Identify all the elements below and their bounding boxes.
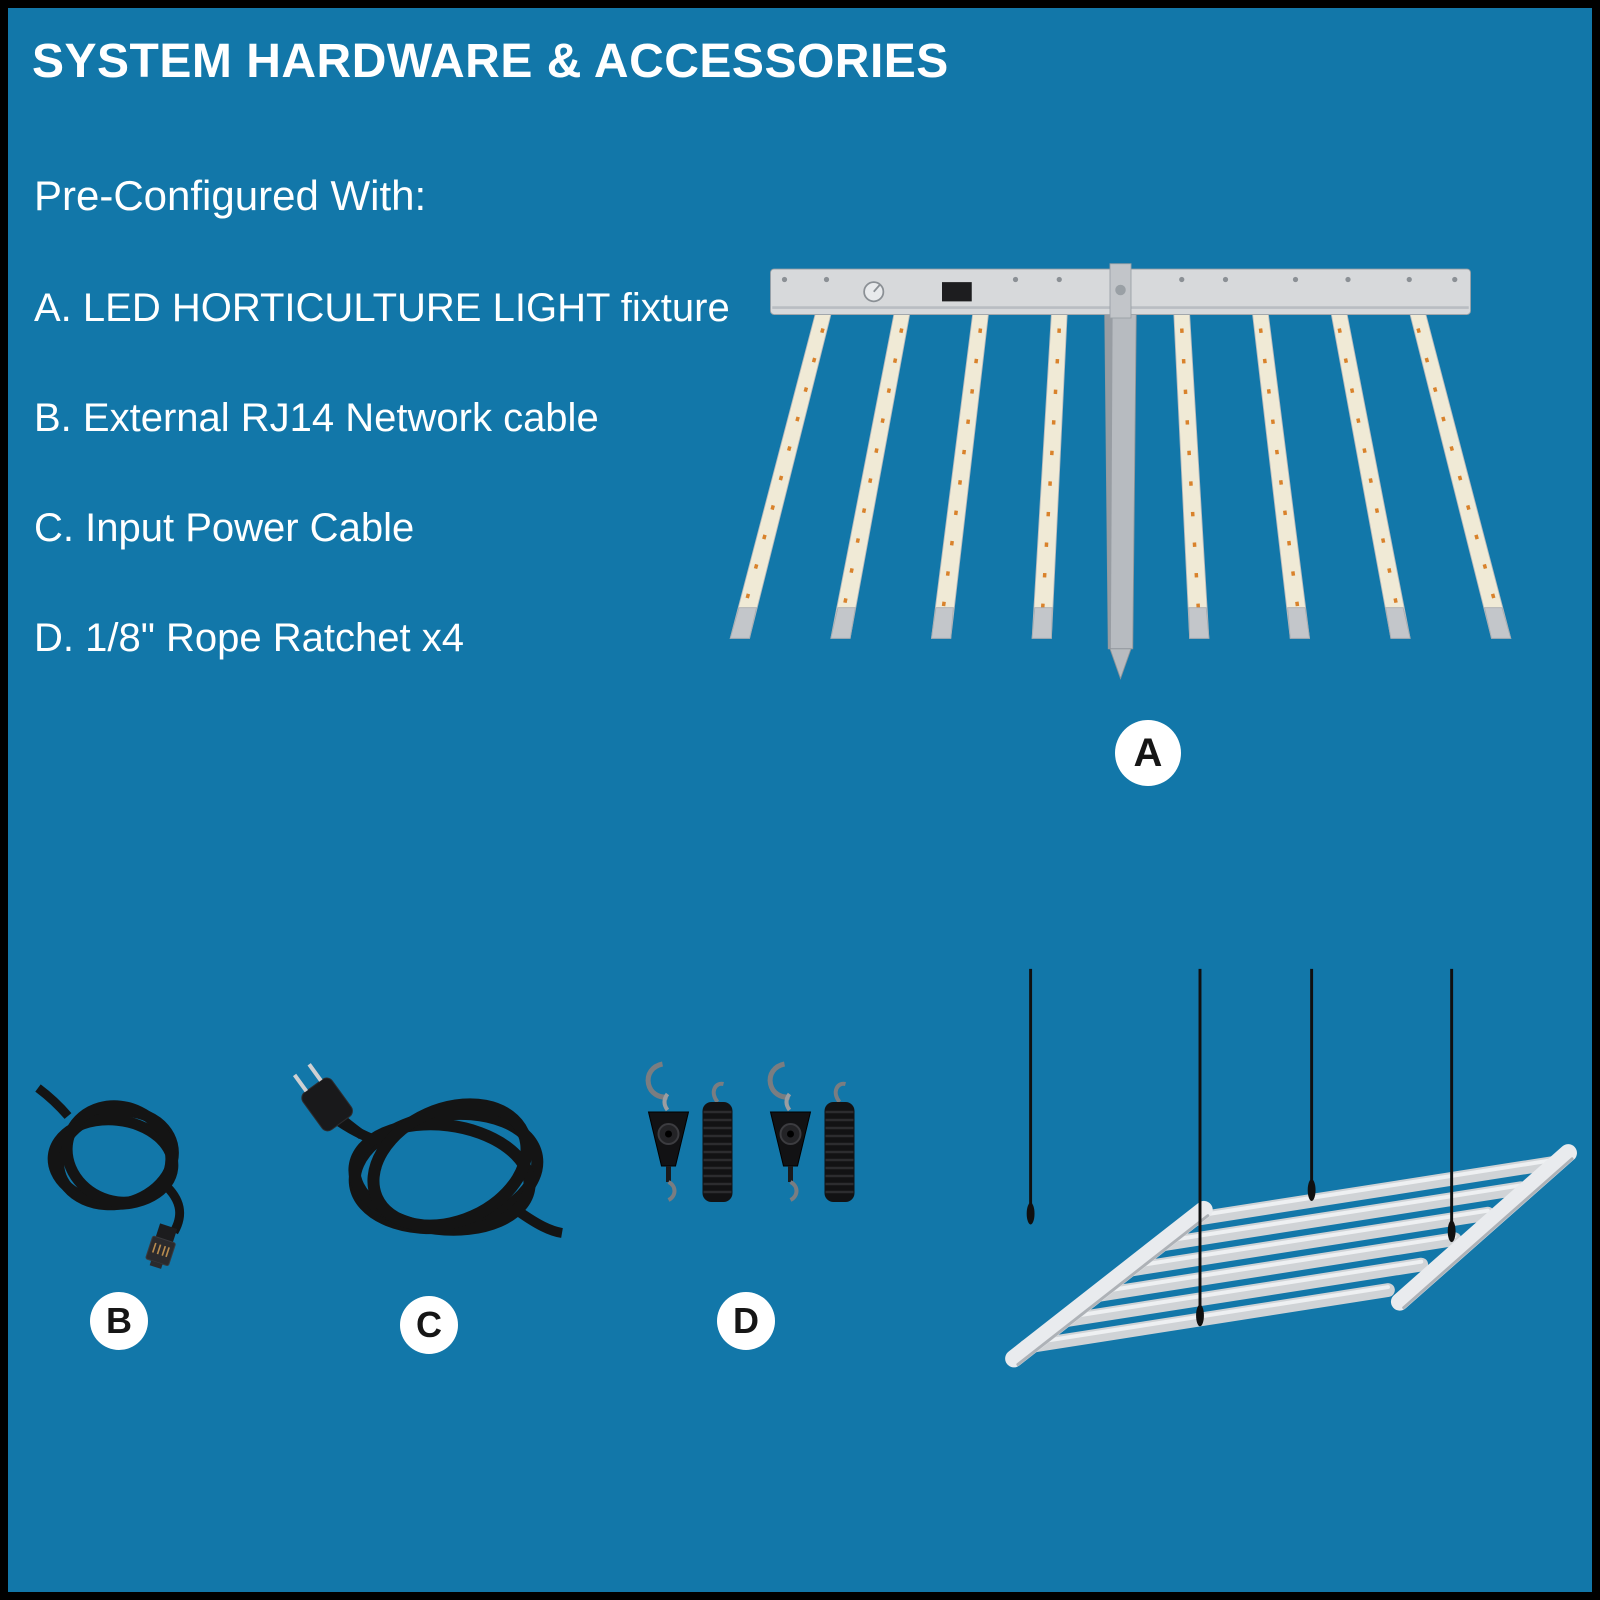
hanging-fixture-figure: [953, 963, 1588, 1433]
rope-ratchet-figure: [620, 1050, 875, 1275]
item-list: A. LED HORTICULTURE LIGHT fixture B. Ext…: [34, 284, 730, 724]
led-fixture-top-image: [729, 263, 1512, 680]
list-item-d: D. 1/8" Rope Ratchet x4: [34, 616, 464, 660]
power-cable-figure: [266, 1043, 576, 1283]
list-item-b: B. External RJ14 Network cable: [34, 396, 599, 440]
rj14-cable-image: [35, 1084, 185, 1269]
rj14-cable-figure: [16, 1056, 246, 1276]
power-plug-icon: [292, 1063, 353, 1132]
list-item-c: C. Input Power Cable: [34, 506, 415, 550]
power-cable-image: [292, 1063, 563, 1238]
callout-a: A: [1115, 720, 1181, 786]
hanging-fixture-image: [1005, 968, 1577, 1368]
page-title: SYSTEM HARDWARE & ACCESSORIES: [32, 35, 949, 88]
rope-ratchet-image: [645, 1061, 855, 1202]
rj14-connector-icon: [145, 1223, 178, 1269]
led-fixture-top-figure: [718, 253, 1558, 691]
rope-ratchet-unit-icon: [767, 1061, 855, 1202]
callout-d: D: [717, 1292, 775, 1350]
rope-tip-icons: [1026, 1179, 1456, 1327]
list-item-a: A. LED HORTICULTURE LIGHT fixture: [34, 286, 730, 330]
intro-line: Pre-Configured With:: [34, 172, 427, 219]
callout-c: C: [400, 1296, 458, 1354]
callout-b: B: [90, 1292, 148, 1350]
label-plate-icon: [942, 282, 972, 302]
rope-ratchet-unit-icon: [645, 1061, 733, 1202]
